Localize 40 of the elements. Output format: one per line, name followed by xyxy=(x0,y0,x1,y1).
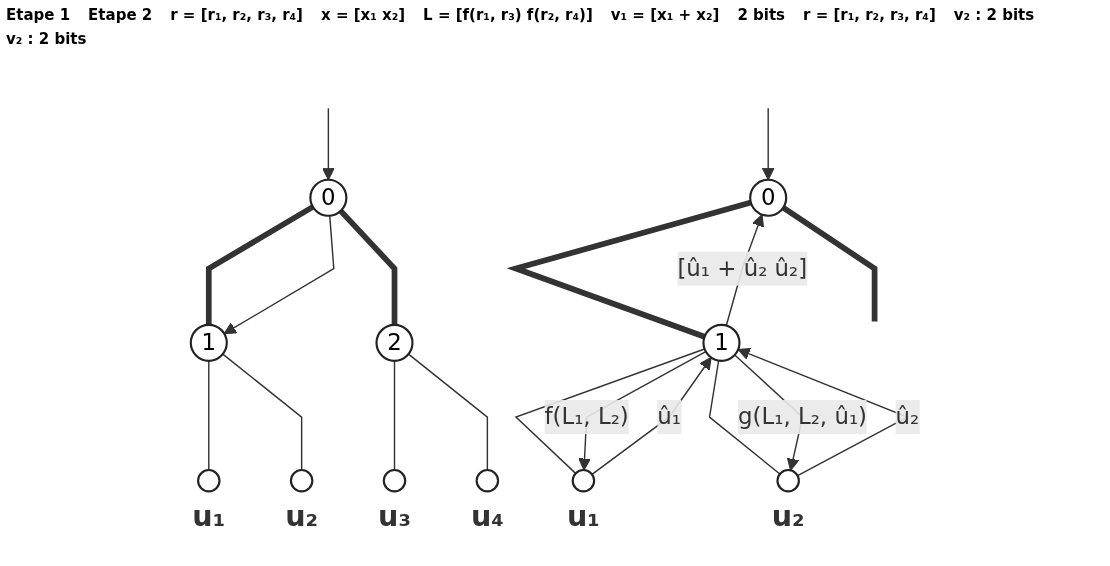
connector xyxy=(208,360,210,471)
formula-label: v₁ = [x₁ + x₂] xyxy=(610,6,720,24)
edge-label: û₁ xyxy=(657,402,681,430)
node-caption: u₂ xyxy=(771,498,805,533)
edge-label: g(L₁, L₂, û₁) xyxy=(738,402,867,430)
node-caption: u₁ xyxy=(192,498,226,533)
edge-label: f(L₁, L₂) xyxy=(544,402,629,430)
node-circle xyxy=(776,468,800,493)
node-circle xyxy=(197,468,221,493)
formula-label: r = [r₁, r₂, r₃, r₄] xyxy=(170,6,303,24)
node-caption: u₁ xyxy=(567,498,600,533)
node-circle: 2 xyxy=(375,323,414,362)
connector xyxy=(205,204,315,325)
formula-label: v₂ : 2 bits xyxy=(953,6,1035,24)
node-circle xyxy=(382,468,407,493)
node-circle: 1 xyxy=(702,323,741,362)
formula-label: x = [x₁ x₂] xyxy=(321,6,406,24)
edge-label: [û₁ + û₂ û₂] xyxy=(677,254,808,282)
formula-label: 2 bits xyxy=(737,6,785,24)
connector xyxy=(781,205,878,322)
edge-label: û₂ xyxy=(895,402,920,430)
node-circle xyxy=(571,468,596,493)
connector xyxy=(506,199,752,340)
formula-label: Etape 2 xyxy=(88,6,153,24)
node-caption: u₃ xyxy=(378,498,411,533)
node-caption: u₄ xyxy=(470,498,504,533)
connector xyxy=(222,353,303,471)
formula-label: Etape 1 xyxy=(6,6,71,24)
connector xyxy=(407,353,489,471)
connector xyxy=(338,208,398,325)
node-circle: 0 xyxy=(749,178,788,217)
connector xyxy=(393,360,396,471)
formula-label: r = [r₁, r₂, r₃, r₄] xyxy=(803,6,936,24)
node-circle: 1 xyxy=(189,323,228,362)
formula-label: L = [f(r₁, r₃) f(r₂, r₄)] xyxy=(423,6,593,24)
node-circle xyxy=(289,468,314,493)
node-circle: 0 xyxy=(309,178,348,217)
formula-label: v₂ : 2 bits xyxy=(6,30,87,48)
node-caption: u₂ xyxy=(285,498,319,533)
node-circle xyxy=(475,468,500,493)
